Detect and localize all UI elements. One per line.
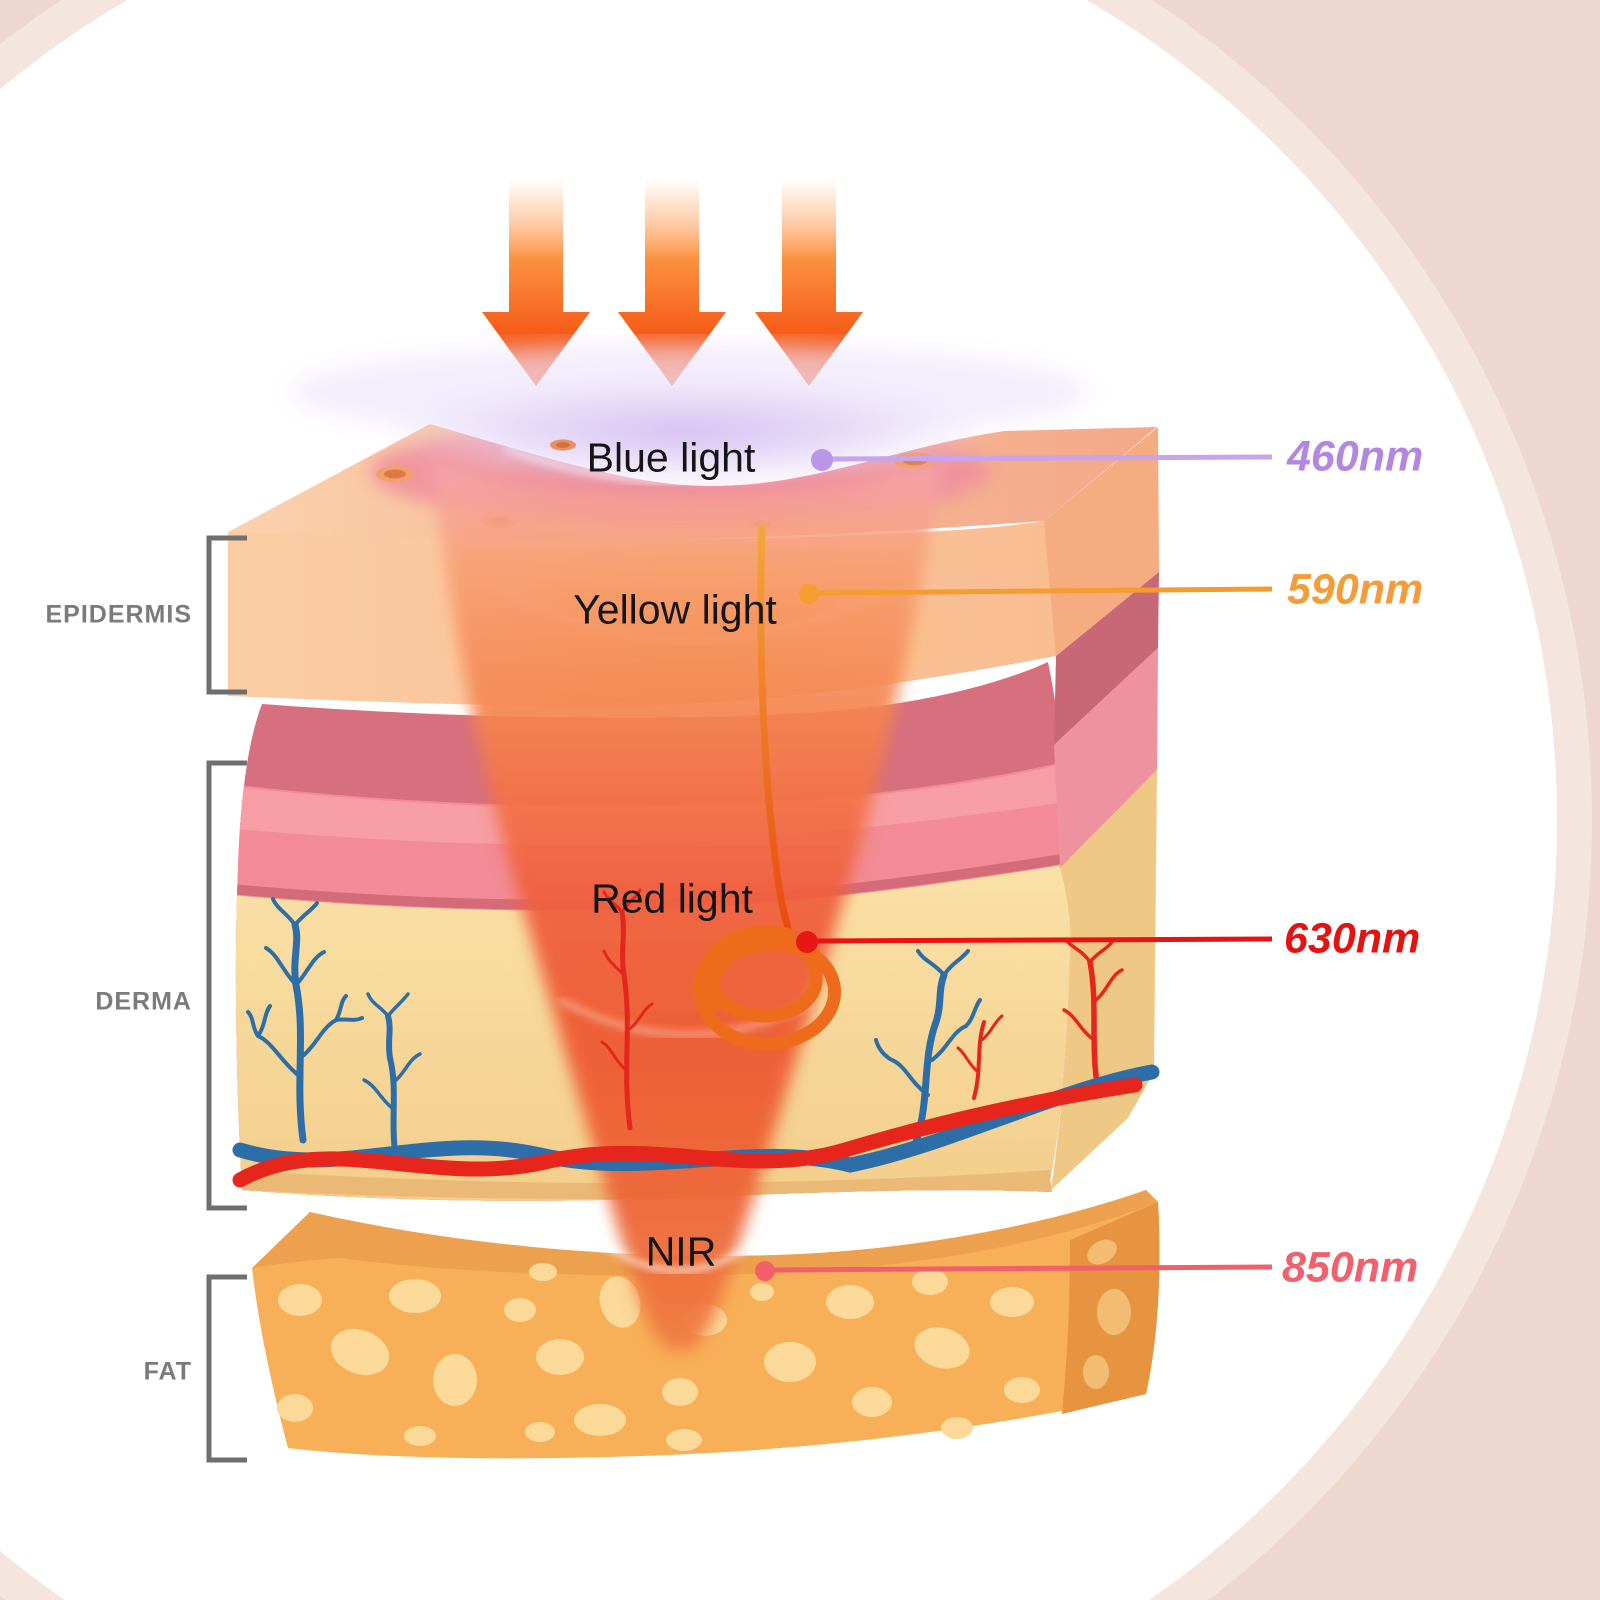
down-arrow-icon (618, 178, 726, 386)
callout-line-460 (829, 454, 1273, 462)
callout-dot-630 (796, 931, 818, 953)
epidermis-side-face (1044, 427, 1159, 656)
red-light-label: Red light (591, 875, 753, 922)
fat-cells (277, 1263, 1040, 1451)
callout-dot-590 (799, 584, 819, 604)
sweat-gland (693, 524, 841, 1051)
down-arrow-icon (482, 178, 590, 386)
callout-dot-850 (755, 1261, 775, 1281)
callouts (755, 449, 1273, 1281)
bracket-epidermis (206, 535, 247, 695)
wavelength-label-850: 850nm (1282, 1243, 1419, 1292)
callout-dot-460 (811, 449, 833, 471)
nir-depth-arc (594, 1236, 760, 1273)
artery-red (232, 1077, 1143, 1188)
fat-label: FAT (143, 1357, 192, 1386)
yellow-light-label: Yellow light (573, 586, 777, 633)
blood-vessels-horizontal (232, 1064, 1160, 1188)
fat-top-face (252, 1190, 1158, 1276)
derma-label: DERMA (95, 987, 192, 1016)
bracket-derma (206, 760, 247, 1211)
blue-light-label: Blue light (586, 434, 756, 481)
callout-line-590 (817, 586, 1273, 596)
fat-cells-side (1083, 1239, 1131, 1389)
blood-vessel-trees (246, 888, 1124, 1163)
wavelength-label-590: 590nm (1287, 565, 1424, 614)
callout-line-630 (816, 936, 1273, 944)
down-arrow-icon (755, 178, 863, 386)
nir-label: NIR (645, 1228, 717, 1275)
epidermis-label: EPIDERMIS (45, 600, 192, 629)
wavelength-label-460: 460nm (1287, 432, 1424, 481)
layer-brackets (206, 535, 247, 1463)
down-arrows (482, 178, 863, 386)
fat-layer (252, 1190, 1160, 1459)
bracket-fat (206, 1274, 247, 1463)
wavelength-label-630: 630nm (1284, 914, 1421, 963)
callout-line-850 (772, 1264, 1273, 1273)
